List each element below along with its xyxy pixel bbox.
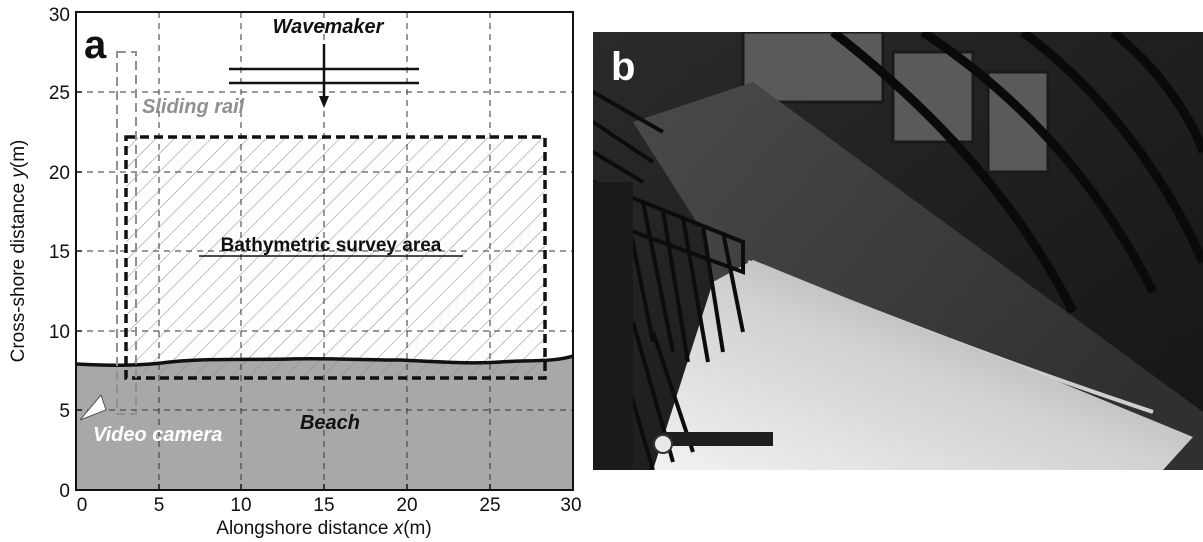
y-axis-title: Cross-shore distance y(m) <box>8 140 29 363</box>
x-tick-label: 15 <box>313 495 334 516</box>
survey-area-border <box>124 135 547 380</box>
y-tick-label: 5 <box>59 401 70 422</box>
photo-panel-b: b <box>593 32 1203 470</box>
wavemaker-symbol <box>229 44 419 98</box>
x-tick-label: 30 <box>560 495 581 516</box>
video-camera-icon <box>79 393 107 421</box>
rail-track <box>653 432 773 446</box>
shoreline <box>75 354 574 368</box>
survey-area-label: Bathymetric survey area <box>221 235 442 256</box>
y-tick-label: 20 <box>49 163 70 184</box>
x-tick-label: 10 <box>230 495 251 516</box>
y-tick-label: 10 <box>49 322 70 343</box>
panel-letter-b: b <box>611 45 635 89</box>
survey-area-hatch <box>126 137 545 378</box>
beach-sand <box>653 260 1193 470</box>
wavemaker-label: Wavemaker <box>273 16 385 38</box>
x-tick-label: 0 <box>77 495 88 516</box>
gantry-frame <box>593 182 633 470</box>
camera-housing-icon <box>653 434 673 454</box>
y-tick-label: 0 <box>59 481 70 502</box>
panel-letter-a: a <box>84 23 107 67</box>
tick-marks <box>75 11 574 490</box>
roof-beams <box>830 32 1203 315</box>
sliding-rail <box>116 51 137 415</box>
x-tick-label: 20 <box>396 495 417 516</box>
beach-label: Beach <box>300 412 360 434</box>
x-tick-label: 25 <box>479 495 500 516</box>
y-tick-label: 30 <box>49 5 70 26</box>
x-tick-label: 5 <box>154 495 165 516</box>
y-tick-label: 25 <box>49 83 70 104</box>
x-axis-title: Alongshore distance x(m) <box>216 518 431 539</box>
wave-direction-arrow-icon <box>319 96 329 108</box>
video-camera-label: Video camera <box>93 424 222 446</box>
schematic-panel-a: 0 5 10 15 20 25 30 0 5 10 15 20 25 30 Al… <box>8 5 582 539</box>
sliding-rail-label: Sliding rail <box>142 96 245 118</box>
y-tick-label: 15 <box>49 242 70 263</box>
